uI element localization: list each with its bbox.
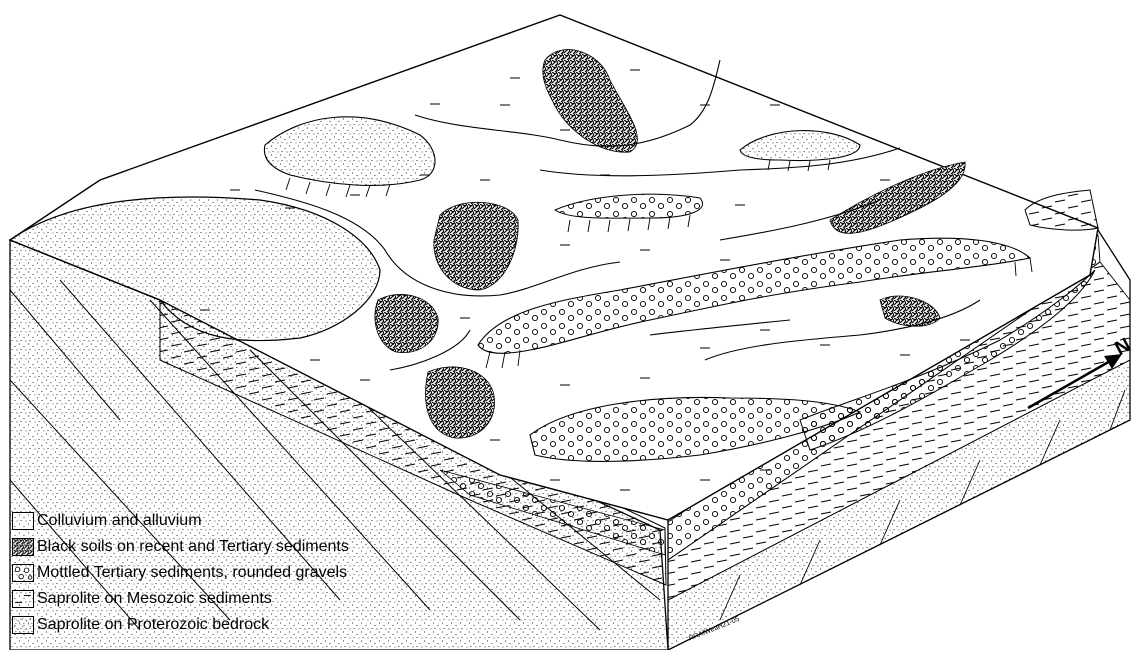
black-soil-4: [426, 367, 495, 438]
gravel-swatch-icon: [12, 564, 34, 582]
legend-label: Saprolite on Mesozoic sediments: [37, 590, 272, 608]
legend-item-proterozoic: Saprolite on Proterozoic bedrock: [12, 612, 349, 638]
legend-label: Black soils on recent and Tertiary sedim…: [37, 538, 349, 556]
legend-item-colluvium: Colluvium and alluvium: [12, 508, 349, 534]
black-soil-swatch-icon: [12, 538, 34, 556]
corner-outcrop: [1025, 190, 1098, 230]
blank-swatch-icon: [12, 512, 34, 530]
legend-label: Mottled Tertiary sediments, rounded grav…: [37, 564, 347, 582]
legend-label: Saprolite on Proterozoic bedrock: [37, 616, 269, 634]
legend-label: Colluvium and alluvium: [37, 512, 202, 530]
stipple-swatch-icon: [12, 616, 34, 634]
legend-item-gravel: Mottled Tertiary sediments, rounded grav…: [12, 560, 349, 586]
legend-item-mesozoic: Saprolite on Mesozoic sediments: [12, 586, 349, 612]
saprolite-swatch-icon: [12, 590, 34, 608]
legend: Colluvium and alluvium Black soils on re…: [12, 508, 349, 638]
legend-item-black-soils: Black soils on recent and Tertiary sedim…: [12, 534, 349, 560]
